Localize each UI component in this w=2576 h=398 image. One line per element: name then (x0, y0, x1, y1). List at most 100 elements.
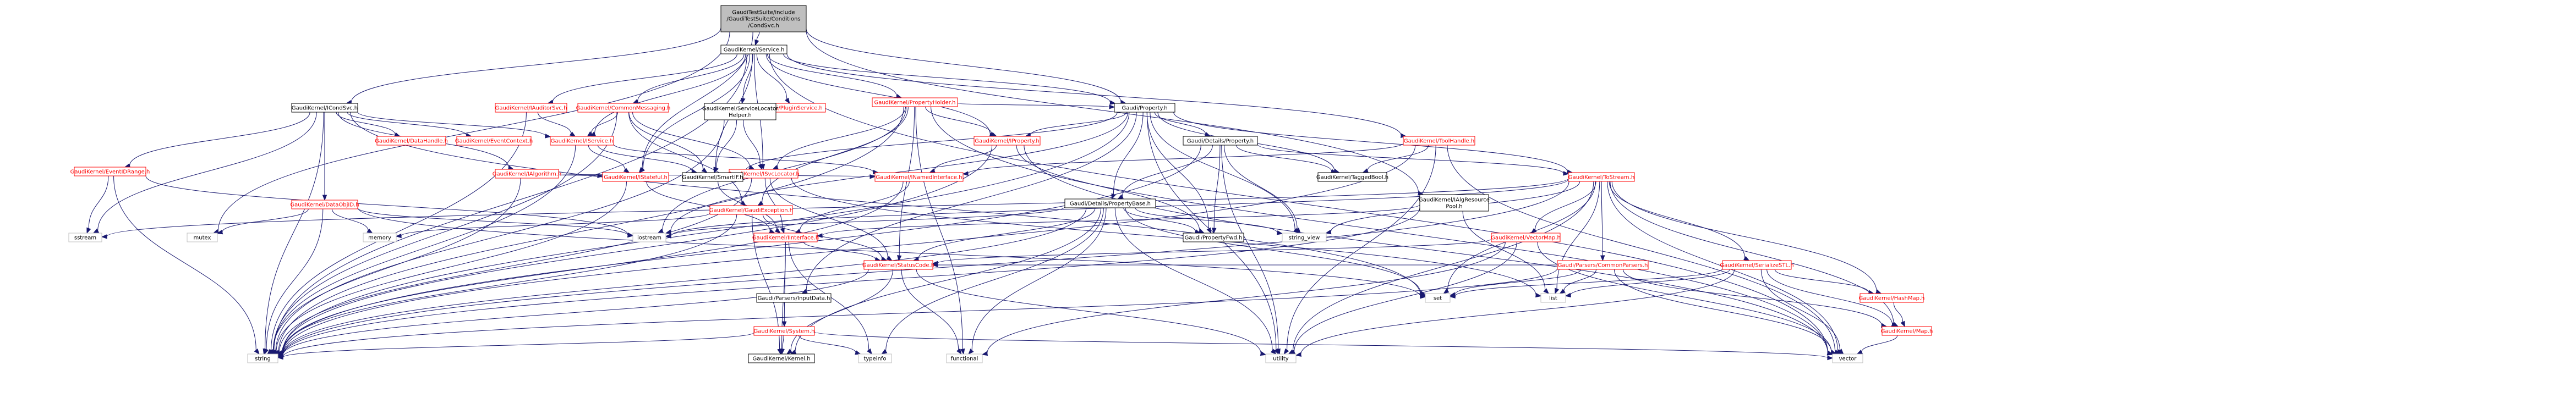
node-gk-eventidrange[interactable]: GaudiKernel/EventIDRange.h (70, 167, 150, 176)
edge-gk_system-to-std_typeinfo (798, 335, 861, 355)
node-std-memory[interactable]: memory (363, 233, 397, 242)
node-std-typeinfo[interactable]: typeinfo (858, 353, 892, 363)
node-gk-istateful[interactable]: GaudiKernel/IStateful.h (602, 172, 669, 182)
node-gk-auditorsvc[interactable]: GaudiKernel/IAuditorSvc.h (495, 103, 567, 113)
edge-gk_servicelocatorhelper-to-gk_isvclocator (743, 119, 763, 170)
node-gk-taggedbool[interactable]: GaudiKernel/TaggedBool.h (1316, 172, 1388, 182)
node-gk-datahandle[interactable]: GaudiKernel/DataHandle.h (375, 136, 448, 146)
node-gk-gaudiexception[interactable]: GaudiKernel/GaudiException.h (709, 205, 793, 215)
node-box (1832, 353, 1863, 363)
node-gk-propertyholder[interactable]: GaudiKernel/PropertyHolder.h (872, 97, 958, 107)
edge-root-to-gk_condsvc (346, 27, 721, 105)
node-gk-inamedinterface[interactable]: GaudiKernel/INamedInterface.h (874, 172, 964, 182)
node-root: GaudiTestSuite/include/GaudiTestSuite/Co… (720, 5, 807, 32)
node-gk-kernel[interactable]: GaudiKernel/Kernel.h (748, 353, 815, 363)
node-label: /GaudiTestSuite/Conditions (726, 16, 800, 23)
node-box (704, 103, 776, 120)
node-gk-tostream[interactable]: GaudiKernel/ToStream.h (1568, 172, 1635, 182)
edge-gaudi_property-to-std_string_view (1150, 112, 1300, 234)
node-box (247, 353, 278, 363)
node-box (1183, 233, 1244, 242)
node-label: vector (1839, 356, 1857, 362)
node-std-functional[interactable]: functional (946, 353, 983, 363)
node-gk-smartif[interactable]: GaudiKernel/SmartIF.h (682, 172, 743, 182)
edge-gk_vectormap-to-std_vector (1537, 241, 1837, 355)
edge-gk_iproperty-to-std_vector (1024, 145, 1834, 356)
node-label: GaudiKernel/StatusCode.h (862, 263, 934, 269)
node-box (720, 5, 807, 32)
edge-gk_iservice-to-gk_smartif (597, 145, 698, 174)
edge-gk_statuscode-to-gk_kernel (786, 269, 893, 355)
node-gk-map[interactable]: GaudiKernel/Map.h (1881, 326, 1933, 336)
edge-gk_inamedinterface-to-gk_iinterface (794, 181, 910, 234)
node-gk-system[interactable]: GaudiKernel/System.h (753, 326, 815, 336)
node-gd-property[interactable]: Gaudi/Details/Property.h (1183, 136, 1258, 146)
graph-nodes: GaudiTestSuite/include/GaudiTestSuite/Co… (68, 5, 1933, 363)
edge-gk_propertyholder-to-gk_iproperty (925, 106, 998, 137)
node-std-list[interactable]: list (1540, 293, 1566, 303)
node-label: Gaudi/PropertyFwd.h (1185, 235, 1243, 241)
node-box (495, 169, 559, 179)
edge-gaudi_property-to-gk_smartif (739, 112, 1118, 174)
node-gk-dataobjid[interactable]: GaudiKernel/DataObjID.h (290, 200, 359, 209)
edge-gk_propertyholder-to-std_iostream (657, 106, 907, 234)
node-std-string[interactable]: string (247, 353, 278, 363)
node-label: GaudiKernel/EventIDRange.h (70, 169, 150, 175)
node-gk-condsvc[interactable]: GaudiKernel/ICondSvc.h (291, 103, 358, 113)
node-gk-commonmessaging[interactable]: GaudiKernel/CommonMessaging.h (576, 103, 671, 113)
node-label: GaudiKernel/IStateful.h (604, 175, 668, 181)
edge-gk_tostream-to-gk_hashmap (1611, 181, 1882, 294)
node-std-vector[interactable]: vector (1832, 353, 1863, 363)
node-box (1882, 326, 1932, 336)
node-box (187, 233, 218, 242)
node-gk-statuscode[interactable]: GaudiKernel/StatusCode.h (862, 260, 934, 270)
node-label: functional (951, 356, 978, 362)
node-gk-iservice[interactable]: GaudiKernel/IService.h (550, 136, 614, 146)
edge-gk_statuscode-to-std_utility (916, 269, 1267, 356)
node-gp-inputdata[interactable]: Gaudi/Parsers/InputData.h (756, 293, 832, 303)
edge-gk_serializestl-to-std_utility (1295, 269, 1735, 357)
node-gk-serializestl[interactable]: GaudiKernel/SerializeSTL.h (1720, 260, 1794, 270)
node-std-set[interactable]: set (1425, 293, 1451, 303)
edge-gaudi_property-to-gd_propertybase (1111, 112, 1144, 200)
node-gk-iproperty[interactable]: GaudiKernel/IProperty.h (973, 136, 1041, 146)
node-gk-hashmap[interactable]: GaudiKernel/HashMap.h (1859, 293, 1925, 303)
node-gk-iinterface[interactable]: GaudiKernel/IInterface.h (752, 233, 819, 242)
node-gp-commonparsers[interactable]: Gaudi/Parsers/CommonParsers.h (1557, 260, 1649, 270)
node-gaudi-propertyfwd[interactable]: Gaudi/PropertyFwd.h (1183, 233, 1244, 242)
edge-gk_iservice-to-gk_istateful (588, 145, 630, 173)
node-std-sstream[interactable]: sstream (68, 233, 102, 242)
node-box (291, 200, 358, 209)
node-std-mutex[interactable]: mutex (187, 233, 218, 242)
edge-gk_propertyholder-to-gk_statuscode (897, 106, 915, 262)
edge-gk_system-to-std_string (277, 332, 754, 360)
node-box (1722, 260, 1792, 270)
edge-gk_vectormap-to-std_utility (1289, 241, 1517, 355)
node-box (1491, 233, 1561, 242)
node-label: GaudiKernel/IAlgResource (1419, 197, 1490, 203)
node-gk-vectormap[interactable]: GaudiKernel/VectorMap.h (1491, 233, 1561, 242)
node-gk-service[interactable]: GaudiKernel/Service.h (720, 45, 787, 54)
node-gaudi-property[interactable]: Gaudi/Property.h (1114, 103, 1175, 113)
node-gd-propertybase[interactable]: Gaudi/Details/PropertyBase.h (1064, 198, 1156, 208)
edge-gk_servicelocatorhelper-to-gk_smartif (714, 119, 737, 174)
node-label: set (1434, 296, 1442, 302)
edge-gk_serializestl-to-std_set (1449, 268, 1723, 298)
edge-gp_commonparsers-to-std_vector (1614, 269, 1837, 355)
node-gk-eventcontext[interactable]: GaudiKernel/EventContext.h (455, 136, 533, 146)
node-std-string-view[interactable]: string_view (1282, 233, 1327, 242)
edge-gk_system-to-std_vector (814, 331, 1834, 361)
node-std-iostream[interactable]: iostream (632, 233, 666, 242)
edge-gk_tostream-to-std_list (1555, 181, 1600, 295)
edge-gk_iproperty-to-gaudi_propertyfwd (1016, 145, 1205, 234)
node-std-utility[interactable]: utility (1265, 353, 1297, 363)
node-gk-ialgorithm[interactable]: GaudiKernel/IAlgorithm.h (493, 169, 562, 179)
node-box (1859, 293, 1924, 303)
node-label: string (255, 356, 271, 362)
node-gk-toolhandle[interactable]: GaudiKernel/ToolHandle.h (1403, 136, 1475, 146)
node-label: string_view (1289, 235, 1320, 241)
node-label: sstream (74, 235, 96, 241)
node-label: GaudiKernel/DataObjID.h (290, 202, 359, 208)
